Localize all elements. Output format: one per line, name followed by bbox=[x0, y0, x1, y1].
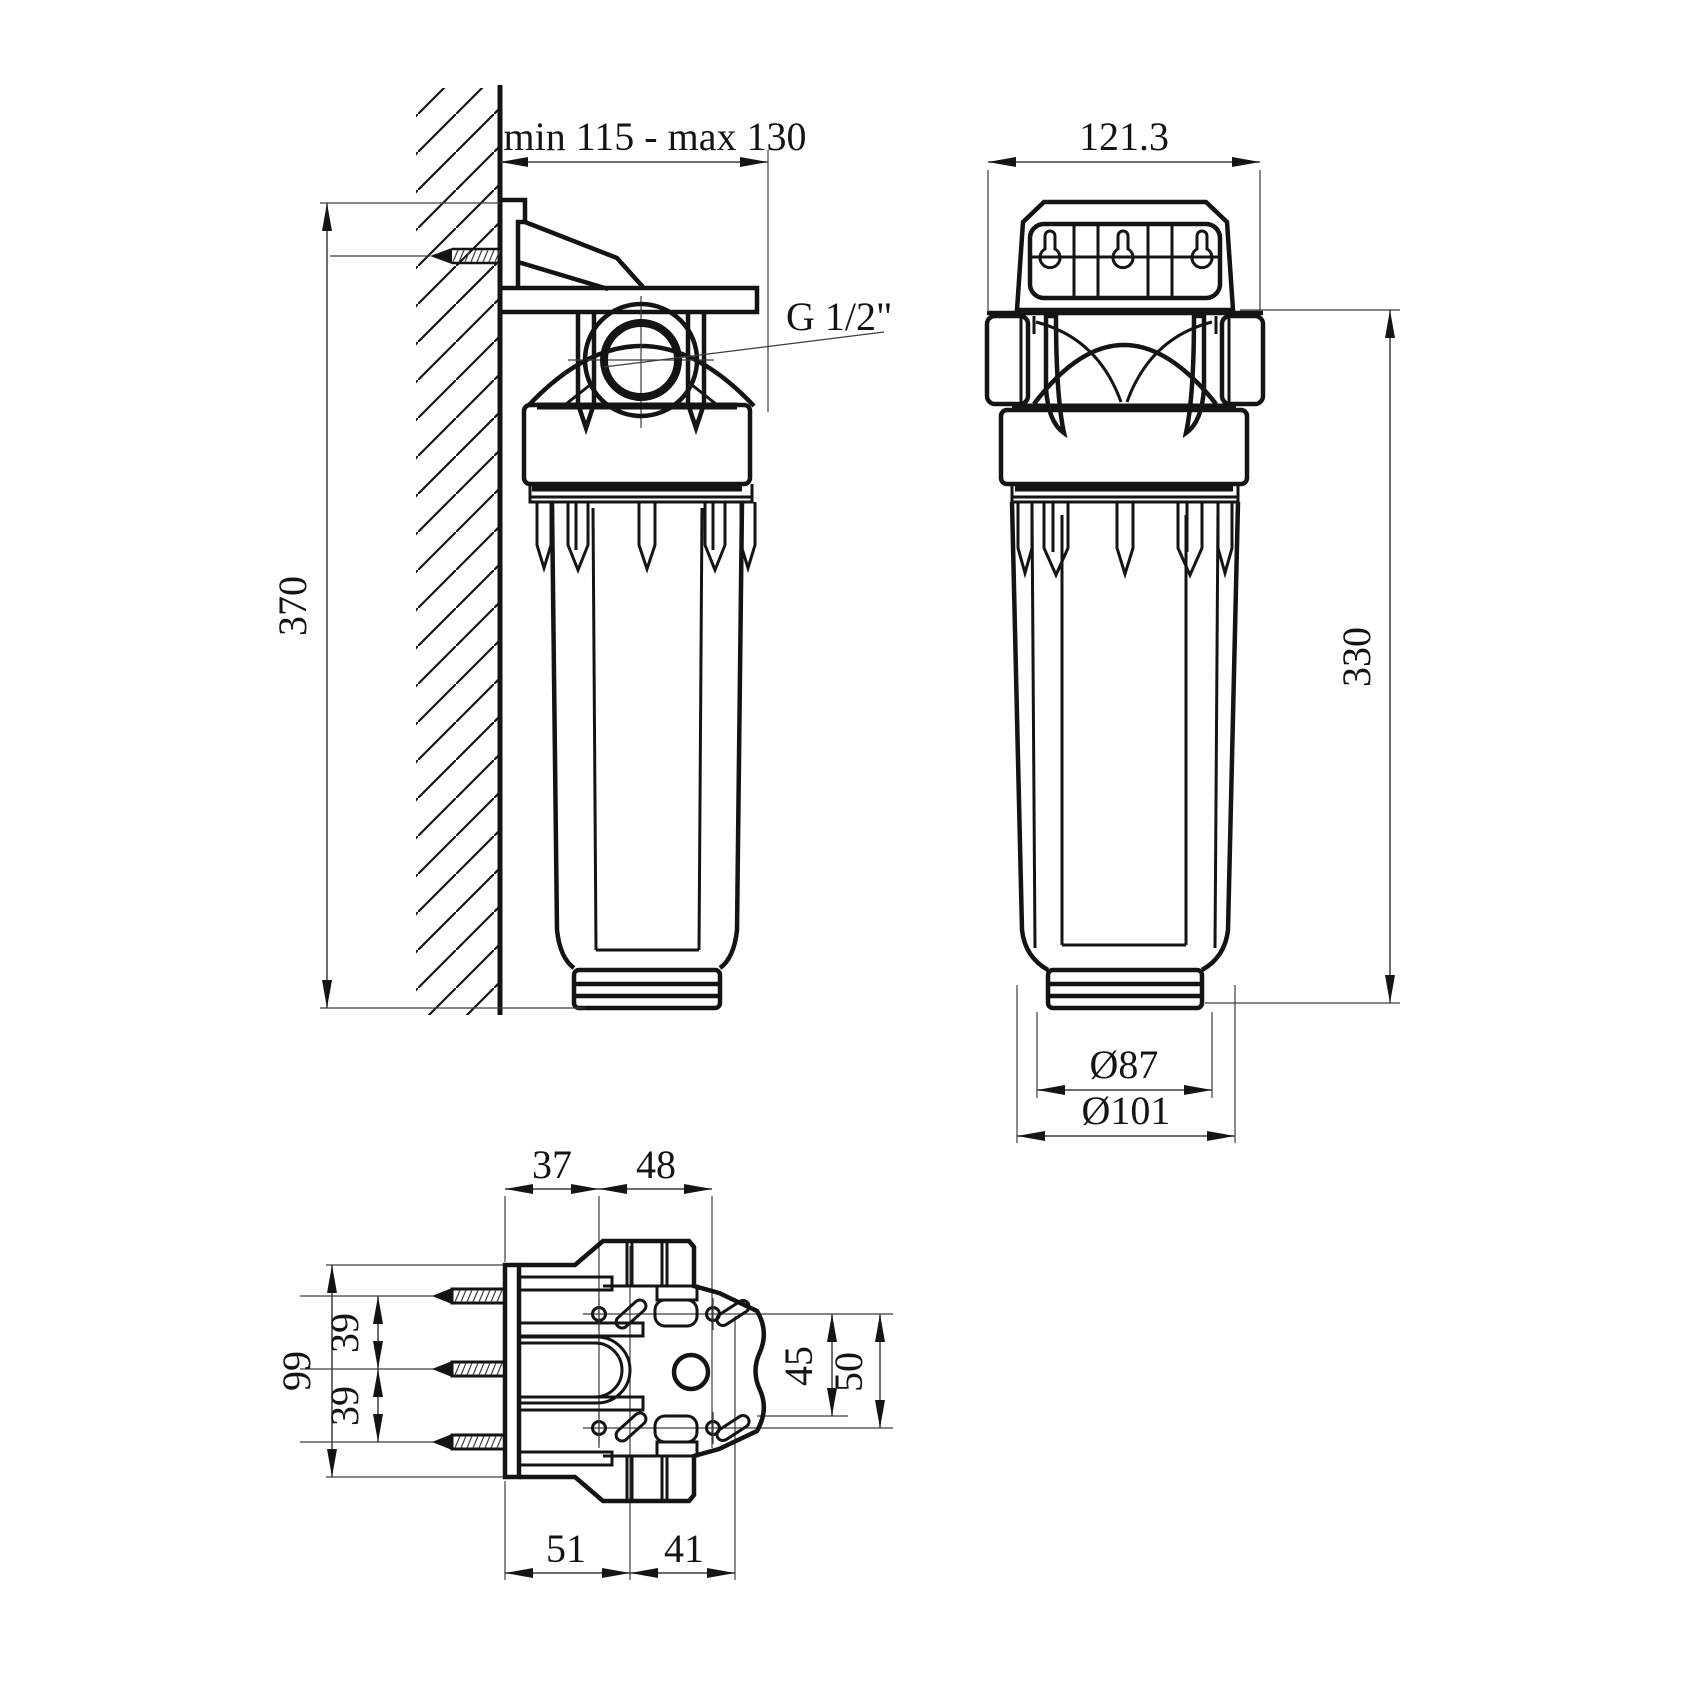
mounting-bracket-front bbox=[1014, 199, 1236, 313]
screw bbox=[432, 1360, 507, 1378]
thread-callout: G 1/2" bbox=[603, 294, 892, 368]
keyhole-slot bbox=[1111, 229, 1135, 270]
slot-hole bbox=[614, 1298, 648, 1330]
cross-holes bbox=[591, 1298, 721, 1444]
wall-hatch bbox=[416, 88, 500, 1015]
keyhole-slot bbox=[1190, 229, 1214, 270]
dim-330-label: 330 bbox=[1334, 627, 1379, 687]
collar-nut-front bbox=[998, 403, 1250, 492]
slot-hole bbox=[715, 1413, 751, 1443]
dim-mount-depth-label: min 115 - max 130 bbox=[504, 114, 807, 159]
side-view: 370 min 115 - max 130 G 1/2" bbox=[270, 85, 892, 1015]
dim-d101-label: Ø101 bbox=[1082, 1088, 1171, 1133]
dim-99-label: 99 bbox=[274, 1351, 319, 1391]
reference-lines bbox=[300, 1196, 893, 1580]
screw bbox=[432, 1287, 507, 1305]
left-port bbox=[984, 313, 1031, 407]
dim-51-41: 51 41 bbox=[505, 1526, 735, 1578]
front-view: 121.3 330 Ø87 Ø101 bbox=[984, 114, 1400, 1143]
mounting-bracket-side bbox=[497, 197, 760, 315]
dim-37-label: 37 bbox=[532, 1142, 572, 1187]
u-cutout-outer bbox=[519, 1335, 632, 1405]
dim-housing-height: 330 bbox=[1205, 309, 1400, 1004]
dim-37-48: 37 48 bbox=[505, 1142, 712, 1194]
filter-head-front bbox=[984, 310, 1266, 439]
collar-nut-side bbox=[521, 402, 753, 492]
dim-50: 50 bbox=[826, 1314, 885, 1428]
wall bbox=[416, 85, 503, 1015]
dim-inner-diameter: Ø87 bbox=[1036, 1012, 1213, 1098]
dim-48-label: 48 bbox=[636, 1142, 676, 1187]
center-hole bbox=[671, 1352, 711, 1392]
dim-51-label: 51 bbox=[546, 1526, 586, 1571]
dim-total-height: 370 bbox=[270, 202, 585, 1009]
port-circle-outer bbox=[582, 301, 700, 419]
top-view: 37 48 99 39 39 45 50 bbox=[274, 1142, 893, 1580]
dim-99: 99 bbox=[274, 1265, 337, 1477]
slot-hole bbox=[715, 1298, 751, 1328]
dim-head-width: 121.3 bbox=[987, 114, 1261, 312]
screw bbox=[432, 1433, 507, 1451]
port-neck-top bbox=[655, 1284, 699, 1302]
keyhole-slot bbox=[1038, 229, 1062, 270]
thread-label: G 1/2" bbox=[786, 294, 892, 339]
dim-39b-label: 39 bbox=[322, 1386, 367, 1426]
dim-d87-label: Ø87 bbox=[1090, 1042, 1159, 1087]
dim-mount-depth: min 115 - max 130 bbox=[500, 114, 806, 412]
u-cutout-inner bbox=[519, 1341, 624, 1399]
screw-tip bbox=[430, 248, 452, 264]
wall-screws-top bbox=[432, 1287, 507, 1451]
wall-screw-side bbox=[330, 247, 501, 265]
dim-39-chain: 39 39 bbox=[322, 1296, 383, 1442]
slot-hole bbox=[614, 1411, 648, 1443]
port-neck-bottom bbox=[655, 1440, 699, 1458]
dim-39a-label: 39 bbox=[322, 1313, 367, 1353]
bowl-front bbox=[1009, 484, 1241, 1011]
dim-50-label: 50 bbox=[826, 1352, 871, 1392]
dim-121-label: 121.3 bbox=[1079, 114, 1169, 159]
dim-41-label: 41 bbox=[664, 1526, 704, 1571]
dim-45: 45 bbox=[776, 1314, 837, 1416]
right-port bbox=[1219, 313, 1266, 407]
port-circle-inner bbox=[600, 319, 682, 401]
dim-45-label: 45 bbox=[776, 1346, 821, 1386]
bracket-body-top bbox=[519, 1238, 767, 1504]
bowl-side bbox=[528, 484, 757, 1011]
dim-370-label: 370 bbox=[270, 576, 315, 636]
dim-outer-diameter: Ø101 bbox=[1016, 985, 1236, 1143]
